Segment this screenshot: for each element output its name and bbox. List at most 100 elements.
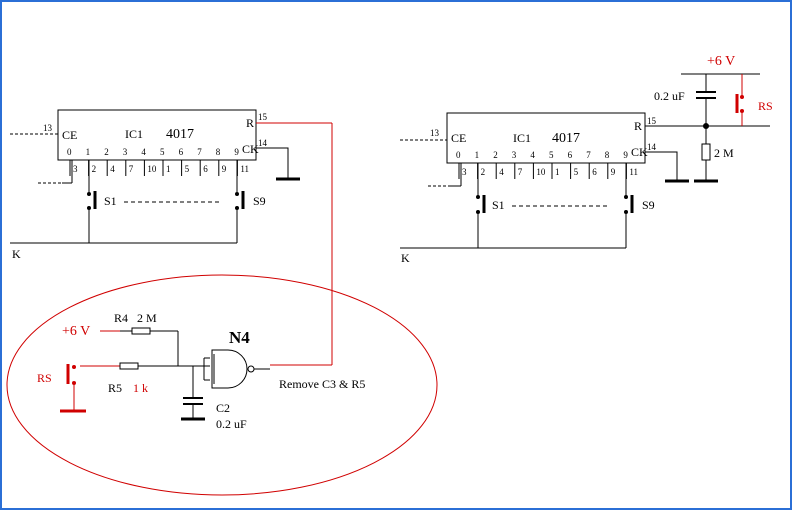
right-cap-label: 0.2 uF <box>654 89 685 103</box>
pin-label-6: 5 <box>574 167 579 177</box>
right-s9-label: S9 <box>642 198 655 212</box>
left-pin14-label: 14 <box>258 138 268 148</box>
output-label-6: 6 <box>568 150 573 160</box>
output-label-8: 8 <box>216 147 221 157</box>
left-ic-body <box>57 109 257 161</box>
c2-value: 0.2 uF <box>216 417 247 431</box>
right-pin-labels: 3 2 4 7 10 1 5 6 9 11 <box>458 163 638 179</box>
output-label-0: 0 <box>67 147 72 157</box>
r4-value: 2 M <box>137 311 157 325</box>
left-ck-wire <box>256 147 289 178</box>
output-label-8: 8 <box>605 150 610 160</box>
left-clock-label: K <box>12 247 21 261</box>
output-label-7: 7 <box>586 150 591 160</box>
pin-label-3: 7 <box>129 164 134 174</box>
right-clock-label: K <box>401 251 410 265</box>
left-s9-dot-bottom <box>235 206 239 210</box>
right-res-label: 2 M <box>714 146 734 160</box>
right-resistor <box>701 143 711 161</box>
pin-label-0: 3 <box>462 167 467 177</box>
pin-label-1: 2 <box>92 164 97 174</box>
pin-label-9: 11 <box>629 167 638 177</box>
pin-label-5: 1 <box>166 164 171 174</box>
right-s1-dot-bottom <box>476 210 480 214</box>
right-chip-part: 4017 <box>552 131 580 146</box>
output-label-9: 9 <box>623 150 628 160</box>
pin-label-6: 5 <box>185 164 190 174</box>
right-output-labels: 0 1 2 3 4 5 6 7 8 9 <box>456 150 628 160</box>
pin-label-7: 6 <box>203 164 208 174</box>
pin-label-7: 6 <box>592 167 597 177</box>
right-s9-dot-bottom <box>624 210 628 214</box>
right-ce-label: CE <box>451 131 466 145</box>
left-s1-dot-top <box>87 192 91 196</box>
right-ck-label: CK <box>631 145 648 159</box>
left-s9-label: S9 <box>253 194 266 208</box>
pin-label-3: 7 <box>518 167 523 177</box>
pin-label-5: 1 <box>555 167 560 177</box>
pin-label-8: 9 <box>222 164 227 174</box>
r5-resistor <box>119 362 139 370</box>
removal-note: Remove C3 & R5 <box>279 377 365 391</box>
old-rs-dot-bottom <box>72 381 76 385</box>
output-label-3: 3 <box>512 150 517 160</box>
output-label-9: 9 <box>234 147 239 157</box>
right-ck-wire <box>645 151 678 180</box>
pin-label-0: 3 <box>73 164 78 174</box>
left-ce-label: CE <box>62 128 77 142</box>
output-label-1: 1 <box>475 150 480 160</box>
left-pin13-label: 13 <box>43 123 53 133</box>
pin-label-4: 10 <box>147 164 157 174</box>
output-label-2: 2 <box>104 147 109 157</box>
n4-inverter-bubble <box>247 365 255 373</box>
right-pin13-label: 13 <box>430 128 440 138</box>
left-s9-dot-top <box>235 192 239 196</box>
old-rs-label: RS <box>37 371 52 385</box>
left-pin15-label: 15 <box>258 112 268 122</box>
right-chip-ref: IC1 <box>513 131 531 145</box>
right-r-label: R <box>634 119 642 133</box>
right-s1-label: S1 <box>492 198 505 212</box>
pin-label-2: 4 <box>110 164 115 174</box>
right-rs-dot-top <box>740 95 744 99</box>
pin-label-1: 2 <box>481 167 486 177</box>
output-label-4: 4 <box>141 147 146 157</box>
c2-ref: C2 <box>216 401 230 415</box>
pin-label-4: 10 <box>536 167 546 177</box>
output-label-5: 5 <box>160 147 165 157</box>
output-label-7: 7 <box>197 147 202 157</box>
output-label-6: 6 <box>179 147 184 157</box>
output-label-3: 3 <box>123 147 128 157</box>
left-s1-dot-bottom <box>87 206 91 210</box>
output-label-4: 4 <box>530 150 535 160</box>
removal-ellipse <box>6 274 438 496</box>
old-supply-label: +6 V <box>62 324 90 339</box>
r5-ref: R5 <box>108 381 122 395</box>
right-rs-dot-bottom <box>740 109 744 113</box>
right-s1-dot-top <box>476 195 480 199</box>
output-label-2: 2 <box>493 150 498 160</box>
pin-label-8: 9 <box>611 167 616 177</box>
output-label-5: 5 <box>549 150 554 160</box>
output-label-1: 1 <box>86 147 91 157</box>
r4-ref: R4 <box>114 311 128 325</box>
old-rs-dot-top <box>72 365 76 369</box>
left-ck-label: CK <box>242 142 259 156</box>
output-label-0: 0 <box>456 150 461 160</box>
right-pin14-label: 14 <box>647 142 657 152</box>
right-rs-label: RS <box>758 99 773 113</box>
gate-label: N4 <box>229 328 250 347</box>
n4-nand-gate <box>211 349 248 389</box>
left-chip-part: 4017 <box>166 127 194 142</box>
pin-label-2: 4 <box>499 167 504 177</box>
left-r-label: R <box>246 116 254 130</box>
right-pin15-label: 15 <box>647 116 657 126</box>
left-output-labels: 0 1 2 3 4 5 6 7 8 9 <box>67 147 239 157</box>
r4-resistor <box>131 327 151 335</box>
left-s1-label: S1 <box>104 194 117 208</box>
